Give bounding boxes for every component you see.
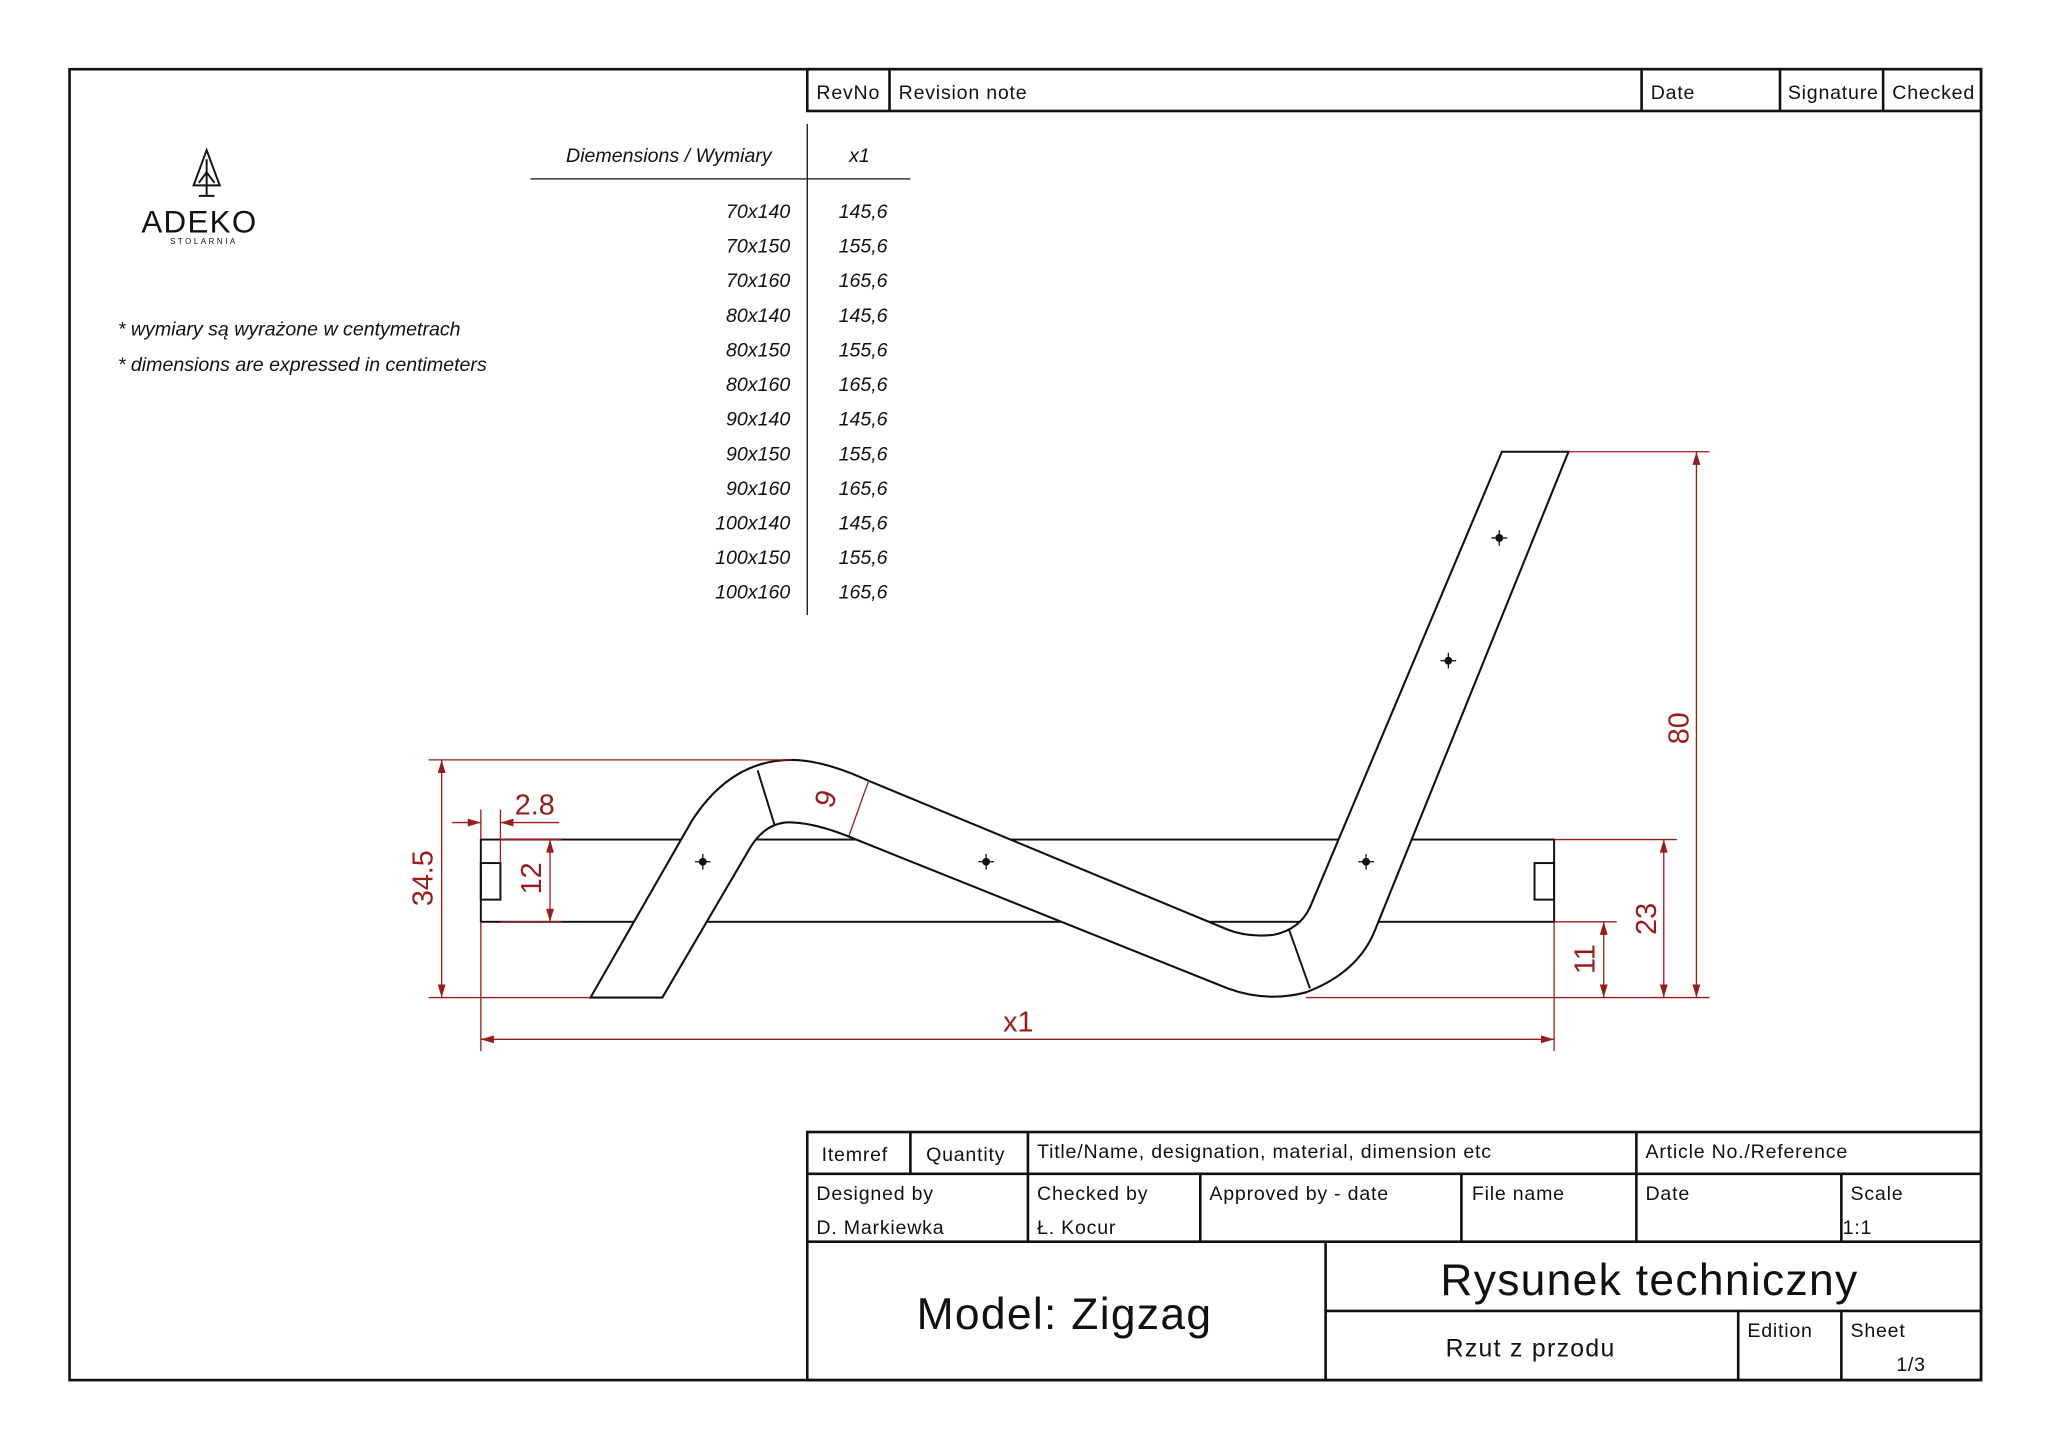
title-name-label: Title/Name, designation, material, dimen… bbox=[1037, 1141, 1492, 1163]
designer-value: D. Markiewka bbox=[816, 1217, 944, 1239]
dim-23: 23 bbox=[1631, 903, 1663, 935]
itemref-label: Itemref bbox=[822, 1144, 888, 1166]
date-label: Date bbox=[1646, 1183, 1691, 1205]
dimension-x1-value: 155,6 bbox=[839, 236, 888, 258]
dim-34-5: 34.5 bbox=[408, 850, 440, 906]
note-en: * dimensions are expressed in centimeter… bbox=[118, 354, 487, 376]
rail-notch-right bbox=[1533, 862, 1556, 901]
model-name: Model: Zigzag bbox=[917, 1290, 1213, 1339]
screw-hole-icon bbox=[694, 853, 711, 870]
dimension-x1-value: 155,6 bbox=[839, 443, 888, 465]
dimension-x1-value: 145,6 bbox=[839, 201, 888, 223]
edition-label: Edition bbox=[1747, 1320, 1812, 1342]
revision-note-header: Revision note bbox=[899, 82, 1028, 104]
dimension-size: 100x150 bbox=[715, 547, 790, 569]
dimension-size: 70x140 bbox=[726, 201, 790, 223]
designed-by-label: Designed by bbox=[816, 1183, 933, 1205]
rail-notch-left bbox=[479, 862, 502, 901]
adeko-logo: ADEKO STOLARNIA bbox=[141, 147, 257, 246]
revision-date-header: Date bbox=[1651, 82, 1695, 104]
dim-12: 12 bbox=[516, 862, 548, 894]
dimension-x1-value: 155,6 bbox=[839, 339, 888, 361]
revision-table: RevNo Revision note Date Signature Check… bbox=[805, 67, 1983, 113]
sheet-value: 1/3 bbox=[1896, 1354, 1926, 1376]
screw-hole-icon bbox=[1440, 652, 1457, 669]
dimension-x1-value: 145,6 bbox=[839, 305, 888, 327]
dimensions-table: Diemensions / Wymiary x1 70x140 145,6 70x1… bbox=[530, 124, 911, 615]
dimension-size: 90x150 bbox=[726, 443, 790, 465]
logo-name: ADEKO bbox=[141, 204, 257, 239]
dimension-x1-value: 165,6 bbox=[839, 582, 888, 604]
dimension-size: 80x150 bbox=[726, 339, 790, 361]
x1-header: x1 bbox=[848, 145, 870, 167]
zigzag-frame bbox=[588, 450, 1571, 999]
note-pl: * wymiary są wyrażone w centymetrach bbox=[118, 319, 461, 341]
dimension-size: 80x160 bbox=[726, 374, 790, 396]
dimension-x1-value: 145,6 bbox=[839, 409, 888, 431]
sheet-label: Sheet bbox=[1850, 1320, 1905, 1342]
dimension-size: 80x140 bbox=[726, 305, 790, 327]
quantity-label: Quantity bbox=[926, 1144, 1005, 1166]
dimension-size: 90x140 bbox=[726, 409, 790, 431]
checker-value: Ł. Kocur bbox=[1037, 1217, 1116, 1239]
view-name: Rzut z przodu bbox=[1446, 1336, 1616, 1363]
dimension-size: 90x160 bbox=[726, 478, 790, 500]
logo-subtitle: STOLARNIA bbox=[170, 237, 238, 246]
drawing-title: Rysunek techniczny bbox=[1440, 1256, 1858, 1305]
checked-by-label: Checked by bbox=[1037, 1183, 1148, 1205]
dimension-size: 100x160 bbox=[715, 582, 790, 604]
dim-80: 80 bbox=[1664, 712, 1696, 744]
title-block bbox=[805, 1130, 1983, 1382]
dimension-x1-value: 165,6 bbox=[839, 270, 888, 292]
dimension-x1-value: 145,6 bbox=[839, 512, 888, 534]
screw-hole-icon bbox=[1491, 530, 1508, 546]
screw-hole-icon bbox=[978, 853, 994, 870]
dimension-size: 100x140 bbox=[715, 512, 790, 534]
dimension-size: 70x150 bbox=[726, 236, 790, 258]
scale-label: Scale bbox=[1850, 1183, 1903, 1205]
dim-11: 11 bbox=[1570, 944, 1602, 974]
scale-value: 1:1 bbox=[1843, 1217, 1873, 1239]
dim-2-8: 2.8 bbox=[515, 790, 555, 822]
file-name-label: File name bbox=[1472, 1183, 1565, 1205]
approved-label: Approved by - date bbox=[1209, 1183, 1389, 1205]
checked-header: Checked bbox=[1892, 82, 1975, 104]
dimension-x1-value: 155,6 bbox=[839, 547, 888, 569]
front-view-drawing: 34.5 2.8 12 9 80 23 11 x1 bbox=[408, 450, 1710, 1052]
screw-hole-icon bbox=[1358, 853, 1374, 870]
signature-header: Signature bbox=[1788, 82, 1879, 104]
dimension-x1-value: 165,6 bbox=[839, 478, 888, 500]
revno-header: RevNo bbox=[816, 82, 880, 104]
article-label: Article No./Reference bbox=[1646, 1141, 1849, 1163]
dimension-x1-value: 165,6 bbox=[839, 374, 888, 396]
tree-icon bbox=[192, 147, 222, 197]
dimension-size: 70x160 bbox=[726, 270, 790, 292]
dimensions-header: Diemensions / Wymiary bbox=[566, 145, 773, 167]
dim-x1: x1 bbox=[1003, 1006, 1033, 1038]
